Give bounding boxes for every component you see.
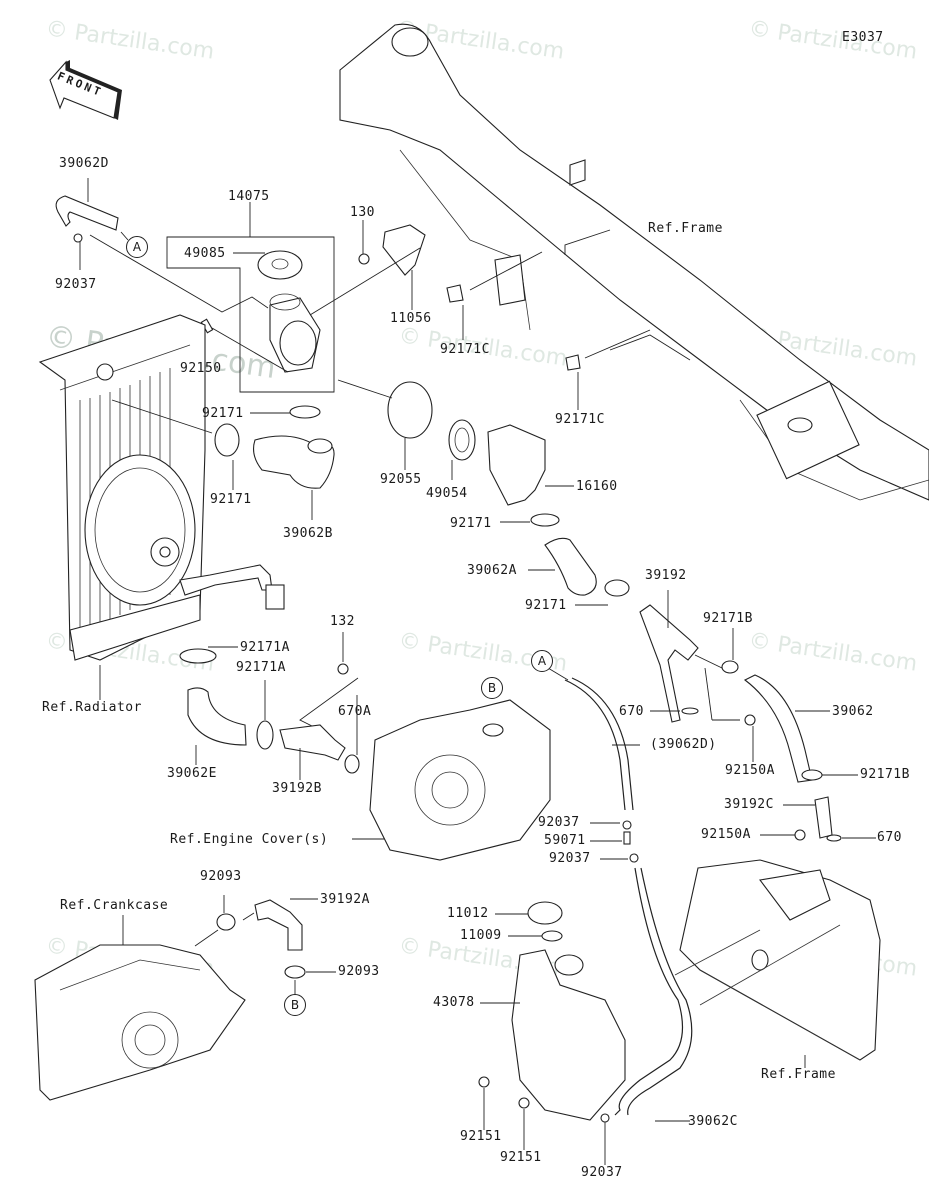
ref-crankcase: Ref.Crankcase (60, 898, 169, 913)
radiator-outline (38, 314, 285, 661)
part-label[interactable]: 670 (619, 704, 644, 719)
part-label[interactable]: 92171B (703, 611, 753, 626)
hose-39062D (55, 195, 119, 231)
part-label[interactable]: 49085 (184, 246, 226, 261)
part-label[interactable]: 39192 (645, 568, 687, 583)
engine-cover-outline (369, 699, 551, 861)
crankcase-outline (34, 944, 246, 1101)
part-label[interactable]: 11012 (447, 906, 489, 921)
pipe-39192 (639, 604, 699, 723)
diagram-id: E3037 (842, 30, 884, 45)
ref-frame-top: Ref.Frame (648, 221, 723, 236)
part-label[interactable]: 92171C (440, 342, 490, 357)
part-label[interactable]: 92171 (525, 598, 567, 613)
part-label[interactable]: 14075 (228, 189, 270, 204)
part-label[interactable]: 11009 (460, 928, 502, 943)
part-label[interactable]: 39062D (59, 156, 109, 171)
part-label[interactable]: 92171 (450, 516, 492, 531)
part-label[interactable]: 49054 (426, 486, 468, 501)
part-label[interactable]: 16160 (576, 479, 618, 494)
reservoir-tank-43078 (511, 949, 626, 1121)
part-label[interactable]: 92171 (202, 406, 244, 421)
part-label[interactable]: 92150 (180, 361, 222, 376)
part-label[interactable]: 39062E (167, 766, 217, 781)
radiator-cap-49085 (257, 250, 303, 280)
part-label[interactable]: 92055 (380, 472, 422, 487)
part-label[interactable]: 39062C (688, 1114, 738, 1129)
part-label[interactable]: 59071 (544, 833, 586, 848)
part-label[interactable]: 39192A (320, 892, 370, 907)
reservoir-cap-11012 (527, 901, 563, 925)
part-label[interactable]: 92151 (460, 1129, 502, 1144)
thermostat-49054 (448, 419, 476, 461)
frame-top-outline (339, 23, 929, 501)
connector-b: B (284, 994, 306, 1016)
hose-39062E (187, 687, 247, 746)
connector-a: A (531, 650, 553, 672)
part-label[interactable]: 39062B (283, 526, 333, 541)
part-label[interactable]: 39192B (272, 781, 322, 796)
connector-b: B (481, 677, 503, 699)
thermostat-housing-16160 (487, 424, 546, 506)
part-label[interactable]: 92171B (860, 767, 910, 782)
part-label[interactable]: 39192C (724, 797, 774, 812)
o-ring-92055 (387, 381, 433, 439)
pipe-39192B (279, 724, 346, 761)
part-label[interactable]: 92093 (338, 964, 380, 979)
part-label[interactable]: 92093 (200, 869, 242, 884)
part-label[interactable]: 132 (330, 614, 355, 629)
part-label[interactable]: 39062 (832, 704, 874, 719)
hose-39062A (544, 537, 597, 596)
part-label[interactable]: 92171A (236, 660, 286, 675)
part-label[interactable]: 92151 (500, 1150, 542, 1165)
pipe-39192A (254, 899, 303, 951)
part-label[interactable]: 92150A (701, 827, 751, 842)
part-label[interactable]: 92150A (725, 763, 775, 778)
part-label[interactable]: 670 (877, 830, 902, 845)
part-label[interactable]: 92171 (210, 492, 252, 507)
part-label[interactable]: 43078 (433, 995, 475, 1010)
part-label[interactable]: 92037 (581, 1165, 623, 1180)
bracket-11056 (382, 224, 426, 276)
connector-a: A (126, 236, 148, 258)
part-label[interactable]: 670A (338, 704, 372, 719)
part-label[interactable]: 130 (350, 205, 375, 220)
ref-engine-cover: Ref.Engine Cover(s) (170, 832, 329, 847)
frame-bottom-outline (679, 859, 881, 1061)
ref-radiator: Ref.Radiator (42, 700, 142, 715)
part-label[interactable]: 92037 (538, 815, 580, 830)
ref-frame-bottom: Ref.Frame (761, 1067, 836, 1082)
part-label[interactable]: (39062D) (650, 737, 717, 752)
group-box-14075 (166, 236, 335, 393)
part-label[interactable]: 11056 (390, 311, 432, 326)
part-label[interactable]: 92037 (55, 277, 97, 292)
part-label[interactable]: 92171A (240, 640, 290, 655)
front-arrow-icon (49, 60, 122, 120)
part-label[interactable]: 92037 (549, 851, 591, 866)
part-label[interactable]: 92171C (555, 412, 605, 427)
part-label[interactable]: 39062A (467, 563, 517, 578)
